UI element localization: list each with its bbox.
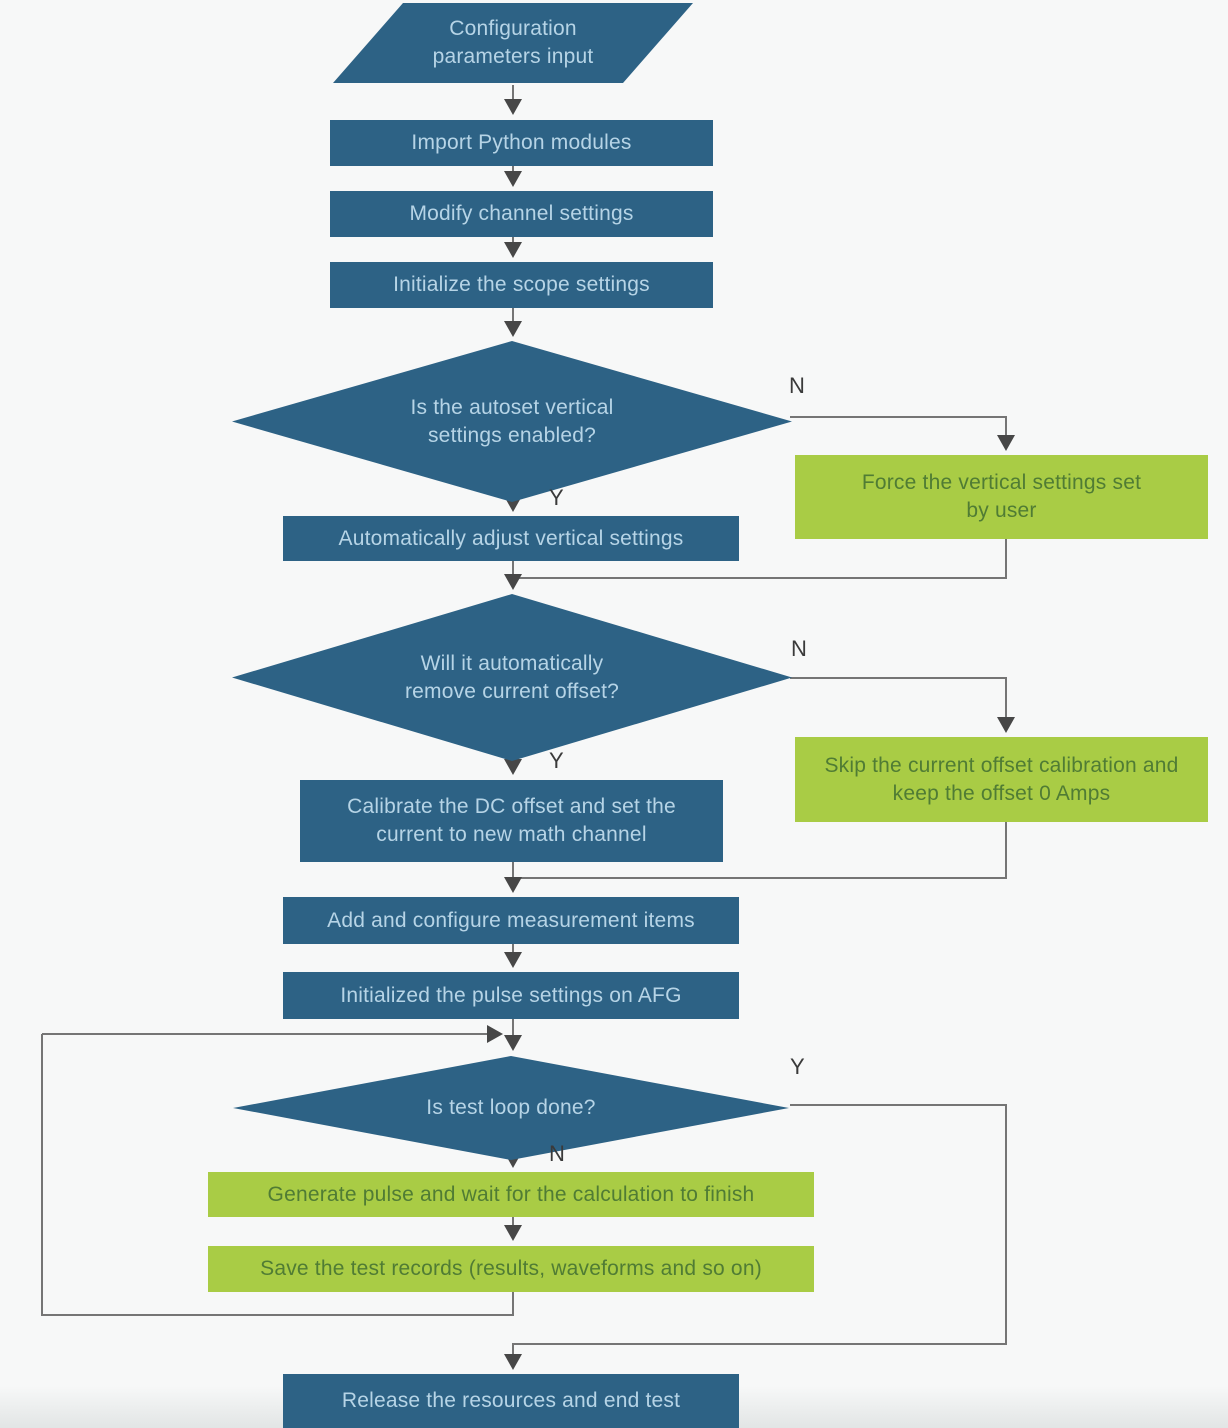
node-label: Is the autoset vertical settings enabled… <box>410 395 614 447</box>
alternate-save-test-records: Save the test records (results, waveform… <box>208 1246 814 1292</box>
node-label: Initialize the scope settings <box>393 273 650 297</box>
alternate-generate-pulse-wait: Generate pulse and wait for the calculat… <box>208 1172 814 1217</box>
branch-label-loop-no: N <box>549 1141 566 1166</box>
node-label: Force the vertical settings set by user <box>861 471 1142 522</box>
decision-test-loop-done: Is test loop done? <box>233 1056 789 1160</box>
start-parallelogram: Configuration parameters input <box>333 3 693 83</box>
process-import-python-modules: Import Python modules <box>330 120 713 166</box>
node-label: Automatically adjust vertical settings <box>338 526 684 550</box>
branch-label-loop-yes: Y <box>790 1054 805 1079</box>
process-initialize-pulse-settings-afg: Initialized the pulse settings on AFG <box>283 972 739 1019</box>
process-auto-adjust-vertical-settings: Automatically adjust vertical settings <box>283 516 739 561</box>
edge-removeoffset-no <box>790 677 1015 733</box>
node-label: Modify channel settings <box>409 202 634 226</box>
decision-autoset-vertical-settings: Is the autoset vertical settings enabled… <box>232 341 792 502</box>
node-label: Initialized the pulse settings on AFG <box>340 983 682 1007</box>
node-label: Import Python modules <box>411 131 632 155</box>
node-label: Will it automatically remove current off… <box>404 651 620 703</box>
branch-label-remove-offset-no: N <box>791 636 808 661</box>
branch-label-autoset-no: N <box>789 373 806 398</box>
process-release-resources-end-test: Release the resources and end test <box>283 1374 739 1428</box>
node-label: Generate pulse and wait for the calculat… <box>267 1182 755 1206</box>
node-label: Is test loop done? <box>426 1096 596 1120</box>
node-label: Add and configure measurement items <box>327 908 695 932</box>
process-modify-channel-settings: Modify channel settings <box>330 191 713 237</box>
process-calibrate-dc-offset: Calibrate the DC offset and set the curr… <box>300 780 723 862</box>
process-add-measurement-items: Add and configure measurement items <box>283 897 739 944</box>
edge-autoset-no <box>790 416 1015 451</box>
node-label: Release the resources and end test <box>341 1389 681 1413</box>
node-label: Skip the current offset calibration and … <box>824 753 1179 805</box>
process-initialize-scope-settings: Initialize the scope settings <box>330 262 713 308</box>
node-label: Calibrate the DC offset and set the curr… <box>347 795 676 846</box>
branch-label-remove-offset-yes: Y <box>549 748 564 773</box>
node-label: Configuration parameters input <box>432 17 594 68</box>
alternate-force-vertical-settings: Force the vertical settings set by user <box>795 455 1208 539</box>
decision-remove-current-offset: Will it automatically remove current off… <box>232 594 792 761</box>
node-label: Save the test records (results, waveform… <box>260 1257 762 1281</box>
alternate-skip-offset-calibration: Skip the current offset calibration and … <box>795 737 1208 822</box>
branch-label-autoset-yes: Y <box>549 485 564 510</box>
